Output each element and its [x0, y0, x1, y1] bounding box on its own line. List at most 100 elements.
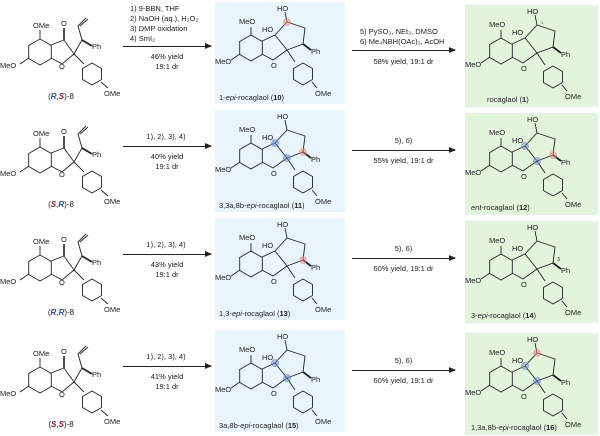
- yield-text: 40% yield: [150, 152, 184, 161]
- carbonyl-oxygen: O: [61, 235, 67, 244]
- methoxy-label: OMe: [565, 200, 581, 209]
- methoxy-label: MeO: [215, 385, 231, 394]
- methoxy-label: MeO: [215, 57, 231, 66]
- ring-oxygen: O: [271, 169, 277, 178]
- hydroxyl-label: HO: [277, 220, 288, 229]
- label-part: ,: [56, 200, 59, 209]
- compound-name-part: 3a,8b-: [219, 421, 241, 430]
- condition-line: 1) 9-BBN, THF: [130, 4, 180, 13]
- yield-text: 43% yield: [150, 260, 184, 269]
- phenyl-label: Ph: [561, 158, 570, 167]
- stereocenter-highlight: [533, 377, 541, 385]
- compound-name-part: 15: [287, 421, 297, 430]
- label-part: ,: [56, 308, 59, 317]
- label-part: ,: [56, 420, 59, 429]
- hydroxyl-label: HO: [512, 356, 523, 365]
- condition-line: 5), 6): [394, 356, 413, 365]
- methoxy-label: MeO: [0, 277, 16, 286]
- methoxy-label: MeO: [239, 17, 255, 26]
- reaction-arrow: [123, 43, 212, 49]
- ring-oxygen: O: [271, 277, 277, 286]
- reaction-arrow: [123, 143, 212, 149]
- compound-name-part: 1: [522, 95, 527, 104]
- ring-oxygen: O: [59, 278, 65, 287]
- compound-name-part: 10: [273, 93, 282, 102]
- phenyl-label: Ph: [561, 50, 570, 59]
- methoxy-label: OMe: [104, 197, 120, 206]
- phenyl-label: Ph: [92, 150, 101, 159]
- stereocenter-highlight: [549, 151, 557, 159]
- phenyl-label: Ph: [311, 155, 320, 164]
- starting-material-label: (S,S)-8: [0, 420, 122, 429]
- methoxy-label: OMe: [104, 89, 120, 98]
- stereocenter-highlight: [299, 256, 307, 264]
- stereocenter-highlight: [283, 18, 291, 26]
- label-part: R: [58, 308, 65, 317]
- compound-name-part: -rocaglaol (: [487, 311, 526, 320]
- ring-oxygen: O: [521, 392, 527, 401]
- ring-oxygen: O: [271, 389, 277, 398]
- hydroxyl-label: HO: [277, 4, 288, 13]
- ring-oxygen: O: [59, 170, 65, 179]
- condition-line: 5), 6): [394, 136, 413, 145]
- methoxy-label: MeO: [239, 125, 255, 134]
- carbonyl-oxygen: O: [61, 19, 67, 28]
- label-part: R: [58, 200, 65, 209]
- label-part: ,: [56, 92, 59, 101]
- stereo-number-label: 1: [541, 20, 544, 25]
- compound-name: 3-epi-rocaglaol (14): [471, 311, 536, 320]
- compound-name-part: rocaglaol (: [487, 95, 523, 104]
- compound-name-part: 16: [546, 423, 555, 432]
- compound-name-part: epi: [498, 423, 509, 432]
- starting-material-label: (R,S)-8: [0, 92, 122, 101]
- label-part: )-8: [64, 92, 74, 101]
- methoxy-label: OMe: [33, 237, 49, 246]
- condition-line: 1), 2), 3), 4): [146, 132, 186, 141]
- methoxy-label: MeO: [489, 128, 505, 137]
- step2-yield: 55% yield, 19:1 dr: [373, 156, 434, 165]
- compound-name: rocaglaol (1): [487, 95, 529, 104]
- phenyl-label: Ph: [311, 375, 320, 384]
- stereocenter-highlight: [533, 349, 541, 357]
- hydroxyl-label: HO: [277, 112, 288, 121]
- ring-oxygen: O: [271, 61, 277, 70]
- methoxy-label: MeO: [0, 61, 16, 70]
- compound-name-part: ): [287, 309, 291, 318]
- hydroxyl-label: HO: [262, 25, 273, 34]
- compound-name: ent-rocaglaol (12): [471, 203, 530, 212]
- step1-conditions: 1), 2), 3), 4): [126, 132, 206, 142]
- compound-name-part: 11: [294, 201, 302, 210]
- methoxy-label: MeO: [465, 388, 481, 397]
- hydroxyl-label: HO: [527, 115, 538, 124]
- methoxy-label: MeO: [239, 233, 255, 242]
- condition-line: 4) SmI₂: [130, 34, 155, 43]
- dr-text: 19:1 dr: [155, 161, 179, 171]
- compound-name: 1,3a,8b-epi-rocaglaol (16): [471, 423, 557, 432]
- methoxy-label: OMe: [104, 305, 120, 314]
- step2-conditions: 5), 6): [352, 136, 455, 146]
- step1-conditions: 1), 2), 3), 4): [126, 352, 206, 362]
- methoxy-label: MeO: [465, 60, 481, 69]
- compound-name-part: ): [281, 93, 285, 102]
- phenyl-label: Ph: [561, 378, 570, 387]
- carbonyl-oxygen: O: [61, 347, 67, 356]
- compound-name-part: epi: [225, 93, 236, 102]
- compound-name-part: 14: [525, 311, 534, 320]
- methoxy-label: OMe: [33, 21, 49, 30]
- hydroxyl-label: HO: [262, 241, 273, 250]
